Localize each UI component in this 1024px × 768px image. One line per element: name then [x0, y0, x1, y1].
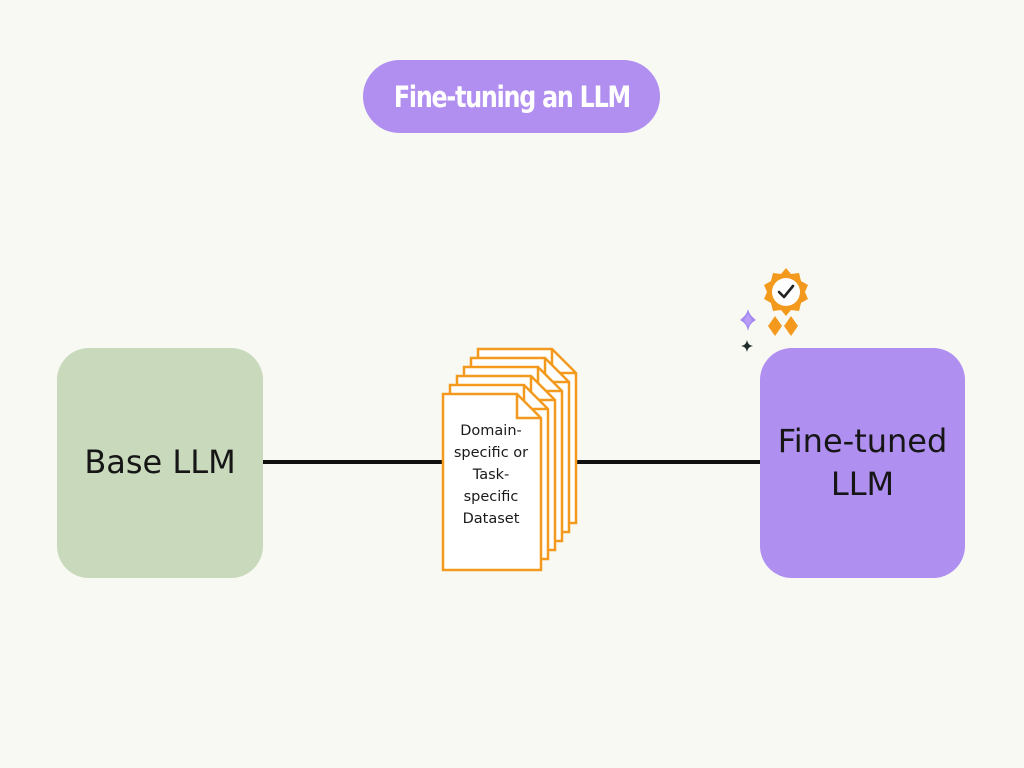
- connector-base-to-dataset: [262, 460, 448, 464]
- connector-dataset-to-tuned: [576, 460, 762, 464]
- fine-tuned-llm-node: Fine-tuned LLM: [760, 348, 965, 578]
- dataset-label: Domain-specific or Task-specific Dataset: [453, 423, 529, 527]
- title-pill: Fine-tuning an LLM: [363, 60, 660, 133]
- fine-tuned-llm-label: Fine-tuned LLM: [777, 421, 948, 503]
- award-ribbon: [768, 316, 798, 336]
- award-badge-icon: [740, 268, 808, 352]
- sparkle-icon: [741, 340, 753, 352]
- diagram-title: Fine-tuning an LLM: [393, 79, 630, 114]
- sparkle-icon: [740, 309, 756, 331]
- base-llm-node: Base LLM: [57, 348, 263, 578]
- document-sheet-front: [441, 392, 543, 572]
- award-seal: [764, 268, 808, 316]
- base-llm-label: Base LLM: [84, 443, 236, 482]
- document-stack-icon: [441, 347, 578, 572]
- check-icon: [777, 284, 795, 299]
